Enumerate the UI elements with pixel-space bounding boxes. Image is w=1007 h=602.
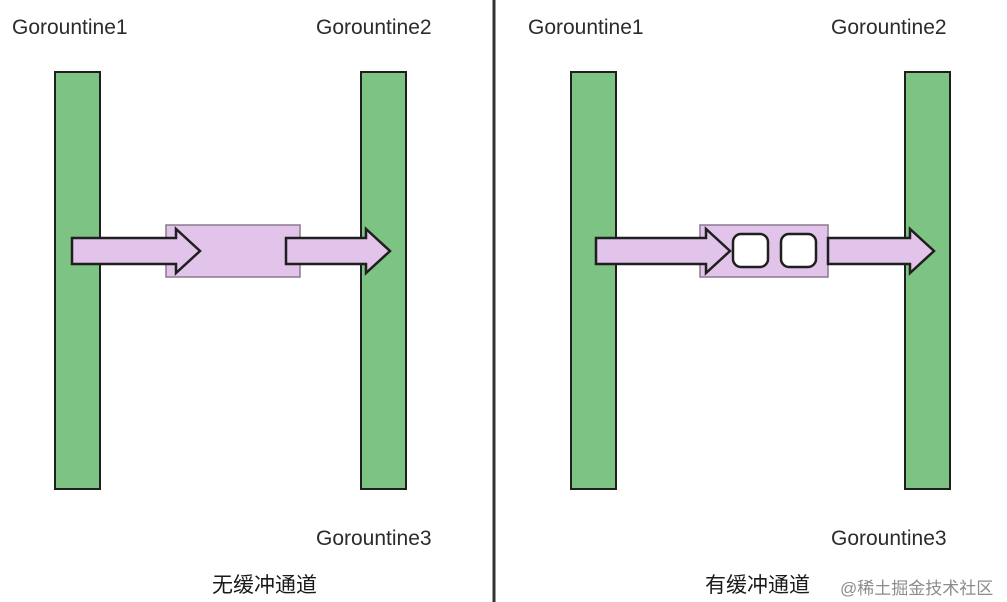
goroutine2-bar xyxy=(904,71,951,490)
right-goroutine1-label: Gorountine1 xyxy=(528,16,644,39)
send-arrow xyxy=(594,226,732,276)
left-goroutine3-label: Gorountine3 xyxy=(316,527,432,550)
buffered-caption: 有缓冲通道 xyxy=(705,574,810,597)
left-goroutine2-label: Gorountine2 xyxy=(316,16,432,39)
right-goroutine2-label: Gorountine2 xyxy=(831,16,947,39)
buffered-panel xyxy=(570,71,951,490)
receive-arrow xyxy=(284,226,392,276)
unbuffered-caption: 无缓冲通道 xyxy=(212,574,317,597)
buffer-slot xyxy=(779,232,818,269)
send-arrow xyxy=(70,226,202,276)
goroutine1-bar xyxy=(570,71,617,490)
goroutine1-bar xyxy=(54,71,101,490)
left-goroutine1-label: Gorountine1 xyxy=(12,16,128,39)
right-goroutine3-label: Gorountine3 xyxy=(831,527,947,550)
receive-arrow xyxy=(826,226,936,276)
buffer-slot xyxy=(731,232,770,269)
goroutine2-bar xyxy=(360,71,407,490)
unbuffered-panel xyxy=(54,71,407,490)
watermark: @稀土掘金技术社区 xyxy=(840,579,994,598)
